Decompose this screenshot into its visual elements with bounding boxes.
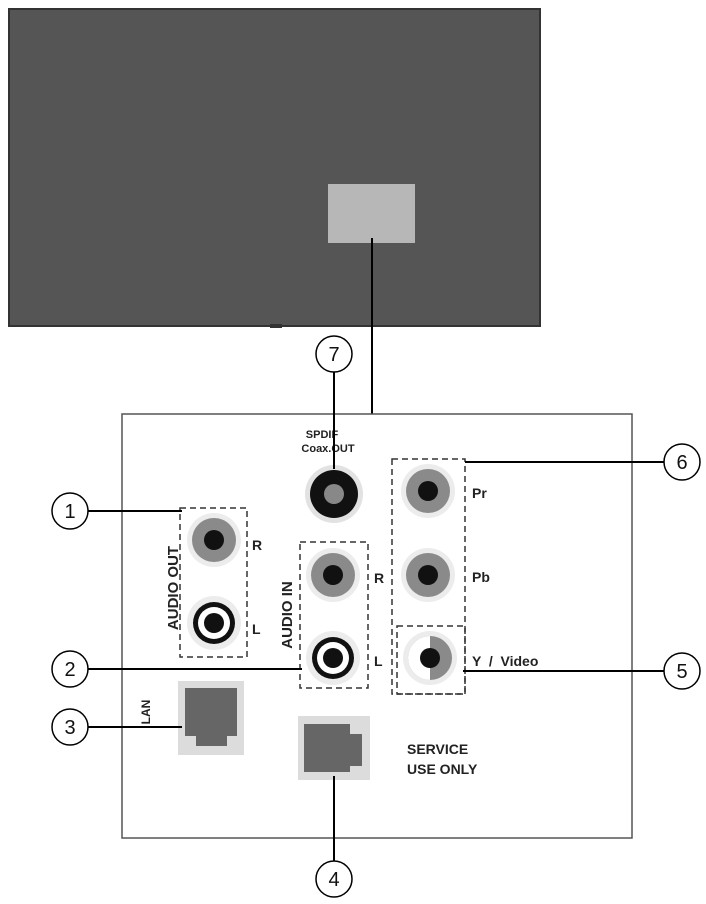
y-video-label: Y / Video (472, 653, 538, 669)
pb-jack (401, 548, 455, 602)
callout-1: 1 (51, 492, 89, 530)
callouts: 1 2 3 4 5 6 7 (51, 335, 701, 898)
spdif-label-line2: Coax.OUT (301, 443, 354, 455)
audio-in-label: AUDIO IN (279, 581, 296, 649)
audio-out-l-label: L (252, 621, 261, 637)
callout-1-number: 1 (64, 501, 75, 523)
callout-6-number: 6 (676, 452, 687, 474)
service-port (298, 716, 370, 780)
audio-out-r-jack (187, 513, 241, 567)
tv-back (8, 8, 541, 328)
audio-out-group (179, 507, 248, 658)
pb-label: Pb (472, 569, 490, 585)
callout-3-number: 3 (64, 717, 75, 739)
lan-label: LAN (139, 700, 153, 725)
audio-out-l-jack (187, 596, 241, 650)
tv-foot-nub (270, 324, 282, 328)
callout-lines (88, 372, 664, 862)
audio-in-group (299, 541, 369, 689)
lan-port (178, 681, 244, 755)
tv-body (8, 8, 541, 327)
audio-in-l-jack (306, 631, 360, 685)
callout-3: 3 (51, 708, 89, 746)
pr-label: Pr (472, 485, 487, 501)
callout-6: 6 (663, 443, 701, 481)
audio-out-r-label: R (252, 537, 262, 553)
y-video-jack (403, 631, 457, 685)
callout-2-number: 2 (64, 659, 75, 681)
audio-out-label: AUDIO OUT (165, 546, 182, 630)
pr-jack (401, 464, 455, 518)
callout-2: 2 (51, 650, 89, 688)
service-label-line2: USE ONLY (407, 761, 478, 777)
dashed-groups (179, 458, 466, 695)
audio-in-r-label: R (374, 570, 384, 586)
callout-4: 4 (315, 860, 353, 898)
callout-5: 5 (663, 652, 701, 690)
callout-4-number: 4 (328, 869, 339, 891)
service-label-line1: SERVICE (407, 741, 468, 757)
callout-7-number: 7 (328, 344, 339, 366)
spdif-label-line1: SPDIF (306, 429, 339, 441)
spdif-jack (305, 465, 363, 523)
callout-5-number: 5 (676, 661, 687, 683)
audio-in-r-jack (306, 548, 360, 602)
callout-7: 7 (315, 335, 353, 373)
audio-in-l-label: L (374, 653, 383, 669)
tv-connector-panel (328, 184, 415, 243)
y-video-group (396, 625, 466, 695)
